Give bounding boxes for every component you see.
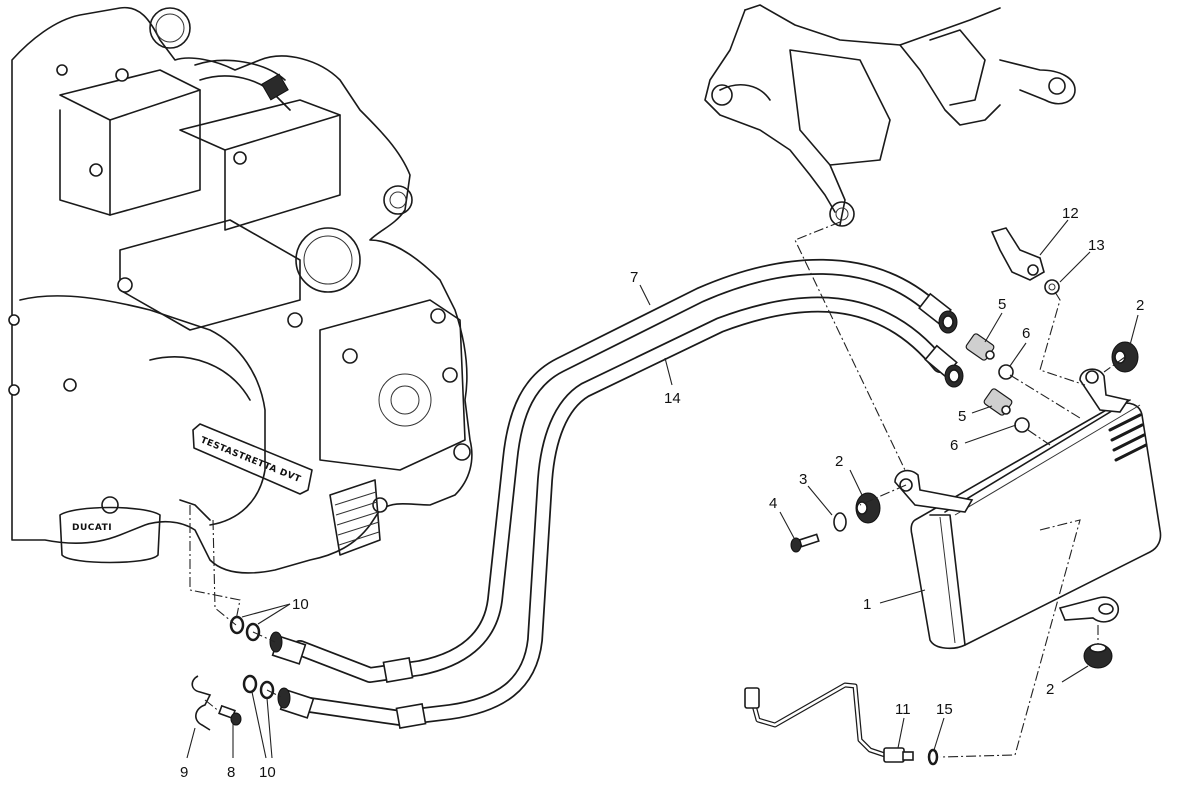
- oil-hose-7: [292, 258, 943, 683]
- rubber-grommet-bottom: [1083, 643, 1113, 669]
- callout-6-upper: 6: [1022, 325, 1030, 342]
- assembly-lines: [189, 221, 1126, 758]
- callout-labels: 12 13 2 5 6 5 6 2 3 4 1 2 11 15 7 14 10 …: [180, 205, 1144, 781]
- leader-lines: [186, 219, 1139, 759]
- callout-5-lower: 5: [958, 408, 966, 425]
- callout-4: 4: [769, 495, 777, 512]
- cooler-fins: [1108, 413, 1148, 462]
- callout-3: 3: [799, 471, 807, 488]
- sensor-switch-12: [990, 227, 1045, 281]
- callout-11: 11: [895, 701, 911, 718]
- sealing-washer-6b: [1014, 417, 1030, 433]
- retaining-plate-9: [191, 675, 212, 731]
- o-rings-upper: [229, 615, 261, 642]
- oil-filter-brand: DUCATI: [72, 523, 112, 533]
- screw-4: [790, 533, 820, 553]
- callout-14: 14: [664, 390, 681, 407]
- sealing-washer-6a: [998, 364, 1014, 380]
- callout-15: 15: [936, 701, 953, 718]
- callout-9: 9: [180, 764, 188, 781]
- rubber-grommet-mid: [855, 492, 881, 524]
- washer-3: [833, 512, 847, 532]
- callout-1: 1: [863, 596, 871, 613]
- callout-10-upper: 10: [292, 596, 309, 613]
- callout-13: 13: [1088, 237, 1105, 254]
- callout-2-top: 2: [1136, 297, 1144, 314]
- callout-8: 8: [227, 764, 235, 781]
- callout-7: 7: [630, 269, 638, 286]
- callout-5-upper: 5: [998, 296, 1006, 313]
- oil-filter: DUCATI: [59, 506, 161, 564]
- callout-6-lower: 6: [950, 437, 958, 454]
- sealing-washer-13: [1044, 279, 1060, 295]
- oil-hose-14: [302, 296, 948, 726]
- oil-temperature-sensor-11: [744, 682, 914, 763]
- sealing-washer-15: [927, 748, 939, 766]
- hose-fittings: [269, 292, 964, 730]
- engine-bolts: [8, 64, 471, 514]
- callout-12: 12: [1062, 205, 1079, 222]
- oil-cooler: [894, 368, 1162, 650]
- callout-2-bottom: 2: [1046, 681, 1054, 698]
- union-fitting-upper: [965, 333, 995, 361]
- o-rings-lower: [242, 674, 275, 700]
- engine-block: TESTASTRETTA DVT DUCATI: [8, 6, 473, 574]
- callout-2-mid: 2: [835, 453, 843, 470]
- engine-badge: TESTASTRETTA DVT: [192, 423, 313, 495]
- screw-8: [218, 704, 242, 726]
- frame-bracket: [704, 4, 1076, 227]
- union-fitting-lower: [983, 388, 1013, 416]
- callout-10-lower: 10: [259, 764, 276, 781]
